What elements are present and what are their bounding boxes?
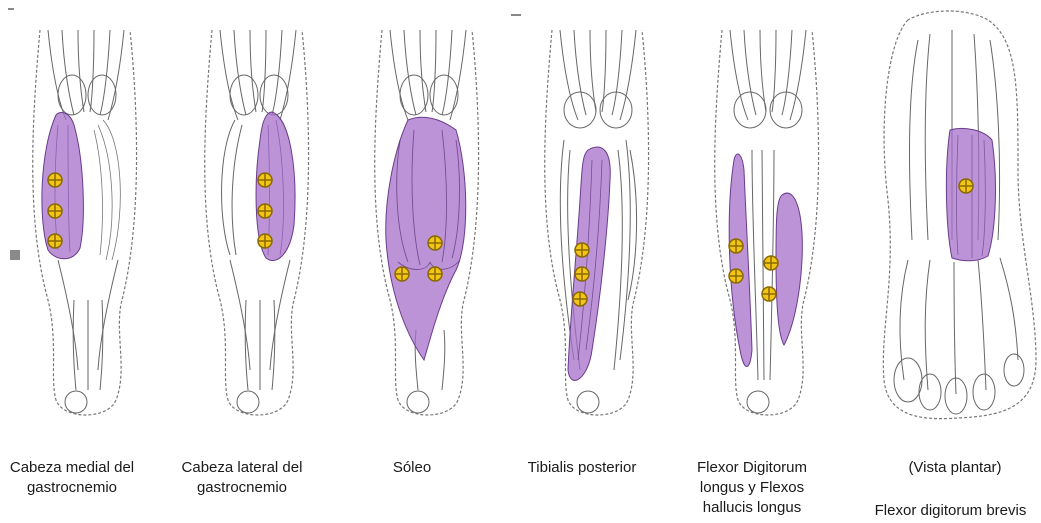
panel-plantar-view: [868, 0, 1041, 430]
caption-soleus: Sóleo: [342, 458, 482, 478]
electrode-marker-icon: [395, 267, 409, 281]
electrode-marker-icon: [729, 269, 743, 283]
electrode-marker-icon: [258, 173, 272, 187]
foot-plantar-illustration: [868, 0, 1041, 430]
caption-medial-gastrocnemius: Cabeza medial del gastrocnemio: [2, 458, 142, 498]
panel-flexor-digitorum-hallucis: [700, 0, 840, 430]
corner-mark-left: [8, 8, 14, 10]
leg-posterior-illustration: [360, 0, 500, 430]
electrode-marker-icon: [729, 239, 743, 253]
caption-flexor-digitorum-hallucis: Flexor Digitorum longus y Flexos halluci…: [682, 458, 822, 518]
electrode-marker-icon: [762, 287, 776, 301]
electrode-marker-icon: [48, 234, 62, 248]
corner-mark-mid: [511, 14, 521, 16]
panel-lateral-gastrocnemius: [190, 0, 330, 430]
panel-tibialis-posterior: [530, 0, 670, 430]
muscle-highlight-shape: [946, 128, 995, 260]
electrode-marker-icon: [258, 204, 272, 218]
electrode-marker-icon: [959, 179, 973, 193]
leg-posterior-illustration: [530, 0, 670, 430]
caption-flexor-digitorum-brevis: Flexor digitorum brevis: [860, 501, 1041, 521]
panel-soleus: [360, 0, 500, 430]
electrode-marker-icon: [575, 243, 589, 257]
leg-posterior-illustration: [190, 0, 330, 430]
electrode-marker-icon: [428, 267, 442, 281]
electrode-marker-icon: [48, 173, 62, 187]
caption-plantar-view: (Vista plantar): [870, 458, 1040, 478]
electrode-marker-group: [48, 173, 62, 248]
electrode-marker-icon: [48, 204, 62, 218]
caption-tibialis-posterior: Tibialis posterior: [512, 458, 652, 478]
leg-posterior-illustration: [700, 0, 840, 430]
electrode-marker-icon: [764, 256, 778, 270]
caption-lateral-gastrocnemius: Cabeza lateral del gastrocnemio: [172, 458, 312, 498]
electrode-marker-icon: [258, 234, 272, 248]
electrode-marker-icon: [428, 236, 442, 250]
electrode-marker-icon: [573, 292, 587, 306]
panel-medial-gastrocnemius: [18, 0, 158, 430]
electrode-marker-group: [258, 173, 272, 248]
electrode-marker-icon: [575, 267, 589, 281]
electrode-marker-group: [573, 243, 589, 306]
leg-posterior-illustration: [18, 0, 158, 430]
